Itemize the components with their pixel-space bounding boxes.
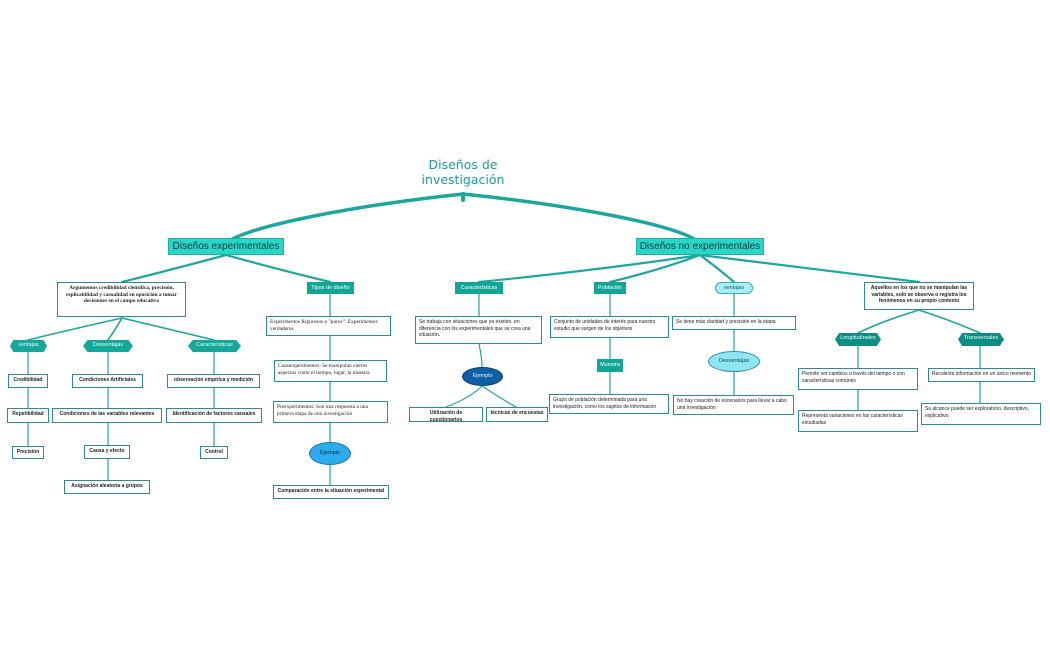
node-longitudinales[interactable]: Longitudinales	[835, 333, 881, 346]
node-se-trabaja[interactable]: Se trabaja con situaciones que ya existe…	[415, 316, 542, 344]
node-identificacion-factores[interactable]: Identificación de factores causales	[166, 408, 262, 423]
node-alcance[interactable]: Su alcance puede ser exploratorio, descr…	[921, 403, 1041, 425]
node-condiciones-artificiales[interactable]: Condiciones Artificiales	[72, 374, 143, 388]
root-title: Diseños de investigación	[421, 157, 505, 187]
node-comparacion[interactable]: Comparación entre la situación experimen…	[273, 485, 389, 499]
node-argumentos[interactable]: Argumentos credibilidad científica, prec…	[57, 282, 186, 317]
node-grupo-poblacion[interactable]: Grupo de población determinada para una …	[549, 394, 669, 414]
node-conjunto-unidades[interactable]: Conjunto de unidades de interés para nue…	[550, 316, 669, 338]
node-disenos-experimentales[interactable]: Diseños experimentales	[168, 238, 284, 255]
node-ejemplo-noexp[interactable]: Ejemplo	[462, 367, 503, 386]
node-tipos-de-diseno[interactable]: Tipos de diseño	[307, 282, 354, 294]
node-ventajas-noexp[interactable]: ventajas	[715, 282, 753, 294]
node-ejemplo-exp[interactable]: Ejemplo	[309, 442, 351, 465]
node-condiciones-variables[interactable]: Condiciones de las variables relevantes	[52, 408, 162, 423]
node-asignacion-aleatoria[interactable]: Asignación aleatoria a grupos	[64, 480, 150, 494]
node-repetibilidad[interactable]: Repetibilidad	[7, 408, 49, 423]
node-causa-efecto[interactable]: Causa y efecto	[84, 445, 130, 459]
node-muestra[interactable]: Muestra	[597, 359, 623, 372]
node-control[interactable]: Control	[200, 446, 228, 459]
node-cuasiexperimentos[interactable]: Cuasiexperimentos: Se manipulan ciertos …	[274, 360, 387, 382]
node-observacion-empirica[interactable]: observación empírica y medición	[167, 374, 260, 388]
node-permite-ver-cambios[interactable]: Permite ver cambios a través del tiempo …	[798, 368, 918, 390]
node-caracteristicas-noexp[interactable]: Características	[455, 282, 503, 294]
node-disenos-no-experimentales[interactable]: Diseños no experimentales	[636, 238, 764, 255]
node-recolecta-informacion[interactable]: Recolecta información en un único moment…	[928, 368, 1035, 382]
node-tecnicas-encuestas[interactable]: técnicas de encuestas	[486, 407, 548, 422]
node-poblacion[interactable]: Población	[594, 282, 626, 294]
node-caracteristicas-exp[interactable]: Características	[188, 340, 241, 352]
node-transversales[interactable]: Transversales	[958, 333, 1004, 346]
node-no-hay-escenarios[interactable]: No hay creación de escenarios para lleva…	[673, 395, 794, 415]
node-claridad-precision[interactable]: Se tiene más claridad y precisión en la …	[672, 316, 796, 330]
node-experimentos-rigurosos[interactable]: Experimentos Rigurosos o "puros": Experi…	[266, 316, 391, 336]
node-cuestionarios[interactable]: Utilización de cuestionarios	[409, 407, 483, 423]
node-representa-variaciones[interactable]: Representa variaciones en las caracterís…	[798, 410, 918, 432]
node-desventajas-exp[interactable]: Desventajas	[83, 340, 133, 352]
node-precision[interactable]: Precisión	[12, 446, 44, 459]
node-credibilidad[interactable]: Credibilidad	[8, 374, 48, 388]
node-desventajas-noexp[interactable]: Desventajas	[708, 351, 760, 372]
node-preexperimentos[interactable]: Preexperimentos: Son una respuesta a una…	[273, 401, 388, 423]
node-aquellos[interactable]: Aquellos en los que no se manipulan las …	[864, 282, 974, 310]
node-ventajas-exp[interactable]: ventajas	[10, 340, 47, 352]
